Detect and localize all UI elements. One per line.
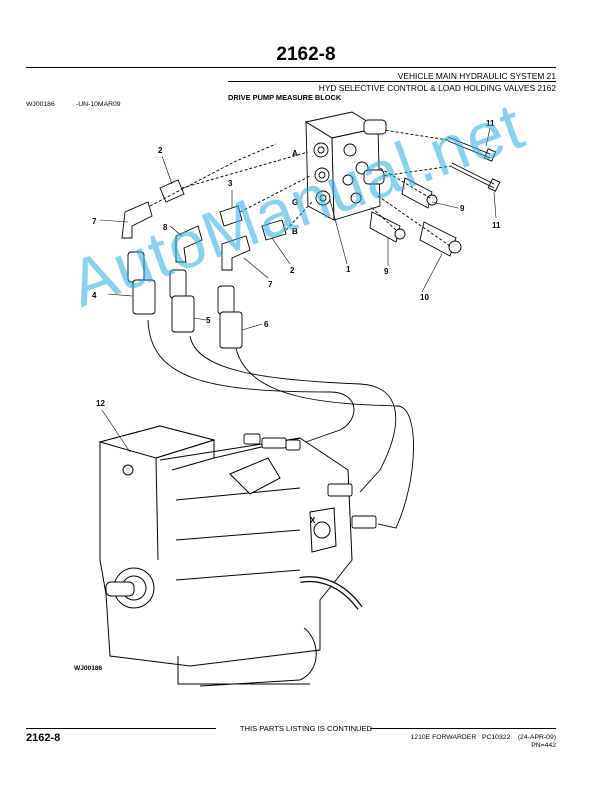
callout-2a: 2 (158, 146, 163, 155)
footer-rule-right (370, 728, 556, 729)
callout-11a: 11 (486, 119, 495, 128)
figure-label: WJ00186 (74, 665, 103, 672)
port-letters: A B G X (292, 149, 316, 525)
footer-rule-left (26, 728, 216, 729)
header-rule-2 (228, 81, 556, 82)
callout-3: 3 (228, 179, 233, 188)
measure-block (304, 111, 387, 221)
callout-12: 12 (96, 399, 105, 408)
subtitle: DRIVE PUMP MEASURE BLOCK (228, 93, 342, 102)
callout-8: 8 (163, 223, 168, 232)
sensors (369, 177, 462, 257)
callout-4: 4 (92, 291, 97, 300)
footer-pn: PN=442 (531, 742, 556, 749)
figure-code: -UN-10MAR09 (76, 101, 121, 108)
footer-date: (24-APR-09) (517, 734, 556, 741)
parts-diagram: 1 2 2 3 4 5 6 7 7 8 9 9 10 11 11 12 A B … (74, 111, 501, 687)
footer-model: 1210E FORWARDER (410, 734, 477, 741)
callout-leaders (99, 127, 497, 453)
callout-9b: 9 (384, 267, 389, 276)
figure-id: WJ00186 (26, 101, 55, 108)
hose-route-2 (189, 335, 397, 493)
leader-lines (149, 129, 453, 247)
callout-6: 6 (264, 320, 269, 329)
fittings (121, 179, 287, 271)
port-x: X (310, 516, 316, 525)
callout-numbers: 1 2 2 3 4 5 6 7 7 8 9 9 10 11 11 12 (92, 119, 501, 408)
port-a: A (292, 149, 298, 158)
header-rule (26, 67, 556, 68)
callout-7a: 7 (92, 217, 97, 226)
footer-model-line: 1210E FORWARDER PC10322 (24-APR-09) (411, 734, 556, 741)
callout-9a: 9 (460, 204, 465, 213)
footer-catalog: PC10322 (481, 734, 511, 741)
callout-2b: 2 (290, 266, 295, 275)
drive-pump (98, 425, 363, 687)
hose-route (147, 319, 355, 445)
callout-11b: 11 (492, 221, 501, 230)
section-title: VEHICLE MAIN HYDRAULIC SYSTEM 21 (397, 71, 556, 81)
continued-notice: THIS PARTS LISTING IS CONTINUED (239, 724, 373, 733)
port-g: G (292, 198, 298, 207)
callout-7b: 7 (268, 280, 273, 289)
footer-page-number: 2162-8 (26, 732, 61, 744)
callout-10: 10 (420, 293, 429, 302)
callout-5: 5 (206, 316, 211, 325)
callout-1: 1 (346, 265, 351, 274)
pump-fittings (243, 433, 377, 529)
hose-route-3 (235, 347, 414, 529)
port-b: B (292, 227, 298, 236)
page-title: 2162-8 (276, 44, 336, 65)
group-title: HYD SELECTIVE CONTROL & LOAD HOLDING VAL… (318, 83, 556, 93)
bolt-pair (447, 136, 501, 192)
hoses (127, 251, 243, 349)
